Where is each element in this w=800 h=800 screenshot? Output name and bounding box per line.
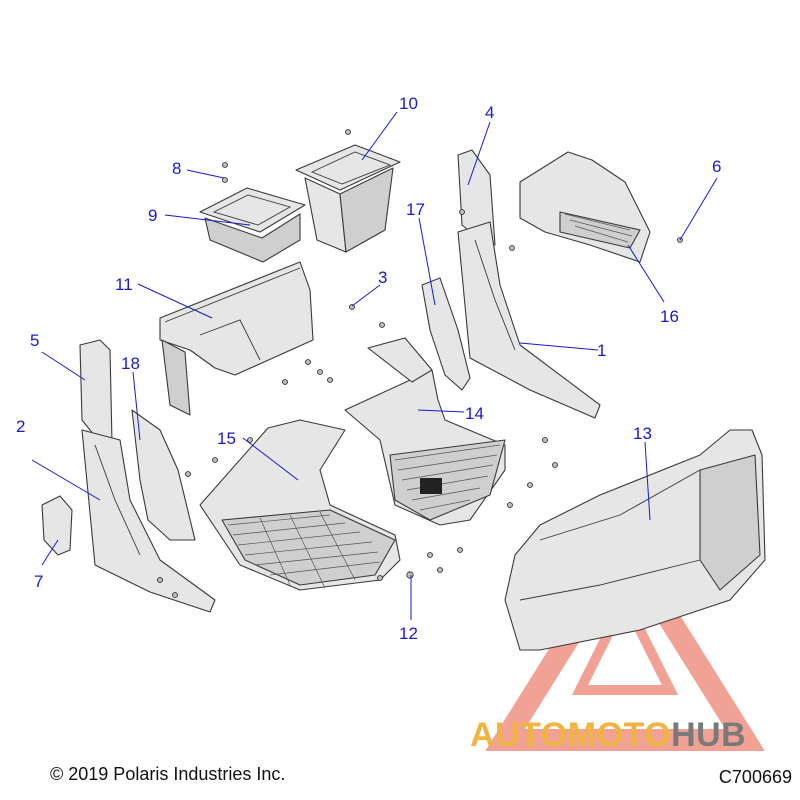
drawing-number: C700669	[718, 767, 792, 787]
part-10-storage-bin	[295, 144, 401, 253]
part-4-side-trim	[457, 149, 496, 246]
part-17-pillar-trim	[421, 277, 471, 391]
part-11-front-panel	[159, 261, 314, 416]
part-5-trim	[79, 339, 113, 443]
watermark-text-automoto: AUTOMOTO	[470, 716, 672, 754]
part-7-cap	[41, 495, 73, 556]
callout-13: 13	[633, 424, 652, 443]
part-18-trim	[131, 409, 196, 541]
part-13-rear-bulkhead	[504, 429, 766, 651]
callout-4: 4	[485, 103, 494, 122]
fasteners	[157, 129, 683, 598]
callout-3: 3	[378, 268, 387, 287]
part-1-pillar-panel	[457, 221, 601, 419]
watermark-logo-text: AUTOMOTOHUB	[470, 716, 746, 755]
part-15-floor-left	[199, 419, 401, 591]
part-14-floor-right	[344, 337, 506, 526]
callout-1: 1	[597, 341, 606, 360]
callout-5: 5	[30, 331, 39, 350]
copyright-notice: © 2019 Polaris Industries Inc.	[50, 764, 286, 784]
leader-lines	[31, 111, 718, 620]
floor-drain-grate	[420, 478, 442, 494]
watermark-text-hub: HUB	[671, 716, 747, 754]
callout-8: 8	[172, 159, 181, 178]
callout-11: 11	[115, 275, 133, 294]
part-16-rear-storage	[519, 151, 651, 263]
part-9-tray	[199, 187, 306, 263]
callout-12: 12	[399, 624, 418, 643]
part-2-pillar-panel	[81, 429, 216, 613]
callout-7: 7	[34, 572, 43, 591]
callout-labels: 1 2 3 4 5 6 7 8 9 10 11 12 13 14 15 16 1…	[16, 94, 721, 643]
callout-16: 16	[660, 307, 679, 326]
callout-14: 14	[465, 404, 484, 423]
callout-17: 17	[406, 200, 425, 219]
callout-15: 15	[217, 429, 236, 448]
callout-18: 18	[121, 354, 140, 373]
callout-10: 10	[399, 94, 418, 113]
callout-6: 6	[712, 157, 721, 176]
callout-2: 2	[16, 417, 25, 436]
callout-9: 9	[148, 206, 157, 225]
